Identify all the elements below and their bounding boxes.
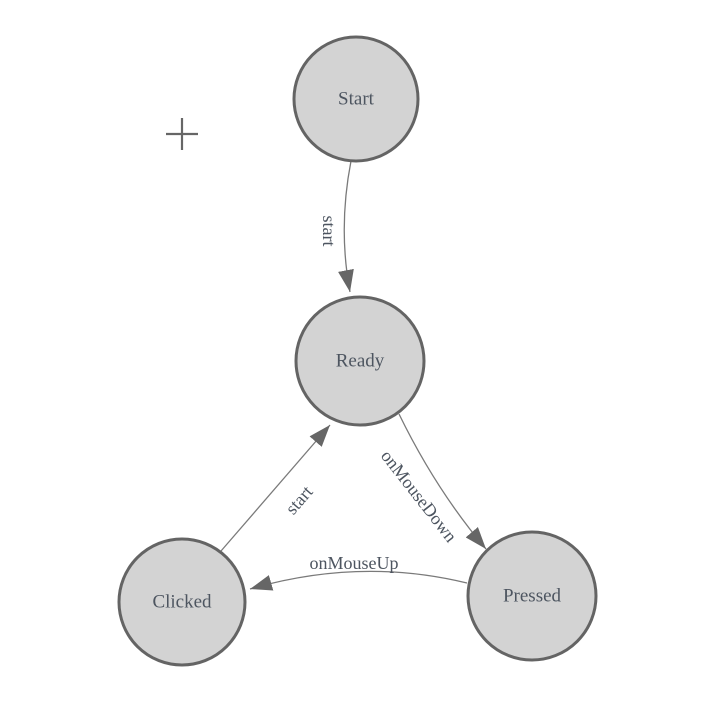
state-node-pressed[interactable]: Pressed bbox=[466, 530, 598, 662]
transition-label: start bbox=[319, 216, 339, 247]
transition-line[interactable] bbox=[338, 160, 354, 293]
state-circle[interactable] bbox=[292, 35, 420, 163]
transition-line[interactable] bbox=[249, 570, 468, 591]
transition-clicked-to-ready[interactable]: start bbox=[220, 424, 331, 552]
state-node-clicked[interactable]: Clicked bbox=[117, 537, 247, 667]
state-node-ready[interactable]: Ready bbox=[294, 295, 426, 427]
state-label: Pressed bbox=[503, 586, 562, 607]
state-node-start[interactable]: Start bbox=[292, 35, 420, 163]
transition-line[interactable] bbox=[398, 413, 487, 550]
state-label: Ready bbox=[336, 351, 385, 372]
transition-pressed-to-clicked[interactable]: onMouseUp bbox=[249, 553, 468, 591]
transition-ready-to-pressed[interactable]: onMouseDown bbox=[377, 413, 487, 550]
transition-start-to-ready[interactable]: start bbox=[319, 160, 354, 293]
crosshair-plus-icon bbox=[166, 118, 198, 150]
state-label: Clicked bbox=[152, 592, 212, 613]
transition-line[interactable] bbox=[220, 424, 331, 552]
state-circle[interactable] bbox=[117, 537, 247, 667]
state-label: Start bbox=[338, 89, 375, 110]
transition-label: start bbox=[281, 482, 316, 519]
state-circle[interactable] bbox=[294, 295, 426, 427]
transition-label: onMouseUp bbox=[310, 553, 399, 573]
transition-label: onMouseDown bbox=[377, 446, 461, 546]
state-circle[interactable] bbox=[466, 530, 598, 662]
